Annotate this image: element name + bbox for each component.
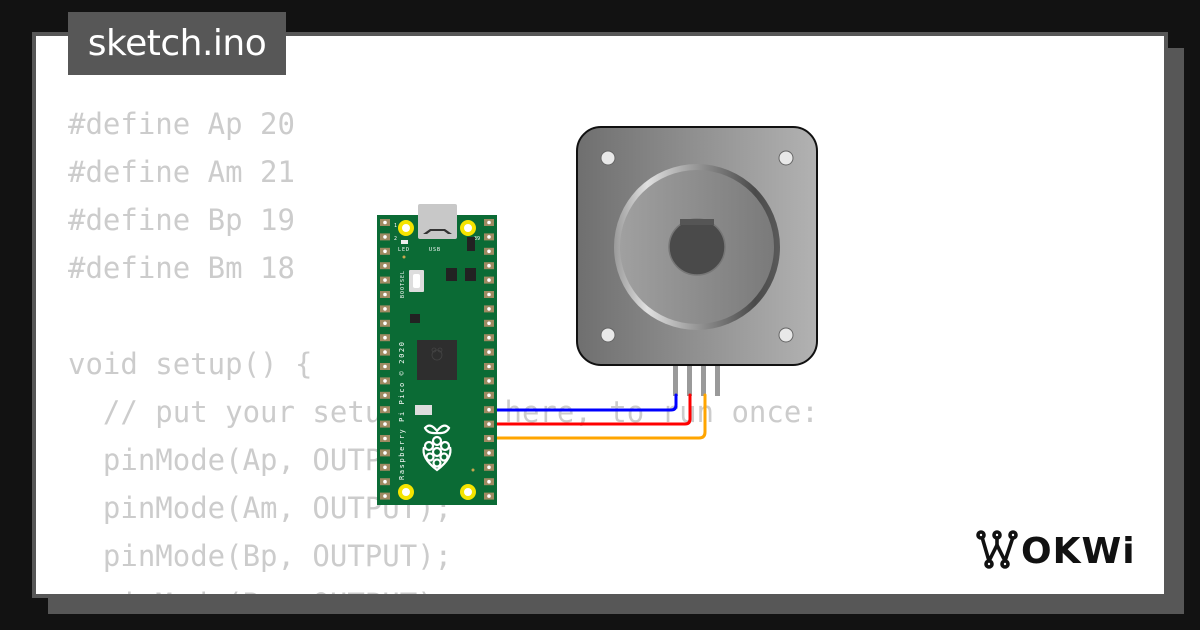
code-line: pinMode(Bp, OUTPUT); — [68, 539, 453, 573]
bottom-mask-dark — [0, 614, 1200, 630]
pin2-label: 2 — [394, 236, 397, 242]
code-line: #define Bp 19 — [68, 203, 295, 237]
wokwi-logo: OKWi — [976, 530, 1136, 572]
led-label: LED — [398, 247, 410, 253]
raspberry-logo-icon — [422, 424, 452, 472]
wokwi-wordmark: OKWi — [1021, 531, 1136, 572]
raspberry-pi-pico[interactable]: 1 2 39 LED USB BOOTSEL Raspberry Pi Pico… — [377, 204, 497, 505]
right-pin-header — [484, 219, 494, 500]
usb-connector — [418, 204, 457, 239]
pin1-label: 1 — [394, 223, 397, 229]
code-line: #define Am 21 — [68, 155, 295, 189]
bottom-left-mask — [0, 594, 48, 630]
debug-pad — [415, 405, 432, 415]
file-tab[interactable]: sketch.ino — [68, 12, 286, 75]
code-line: void setup() { — [68, 347, 313, 381]
usb-label: USB — [429, 247, 441, 253]
led — [401, 240, 408, 244]
board-silkscreen: Raspberry Pi Pico © 2020 — [398, 340, 406, 480]
wires — [485, 393, 707, 440]
pin39-label: 39 — [474, 236, 480, 242]
bootsel-label: BOOTSEL — [400, 270, 406, 298]
bottom-left-edge — [32, 594, 48, 598]
code-line: #define Bm 18 — [68, 251, 295, 285]
wire-blue[interactable] — [485, 393, 678, 412]
motor-leads — [673, 364, 720, 396]
code-line: #define Ap 20 — [68, 107, 295, 141]
left-pin-header — [380, 219, 390, 500]
stepper-motor[interactable] — [576, 126, 818, 366]
wire-red[interactable] — [485, 393, 692, 426]
wire-orange[interactable] — [485, 393, 707, 440]
